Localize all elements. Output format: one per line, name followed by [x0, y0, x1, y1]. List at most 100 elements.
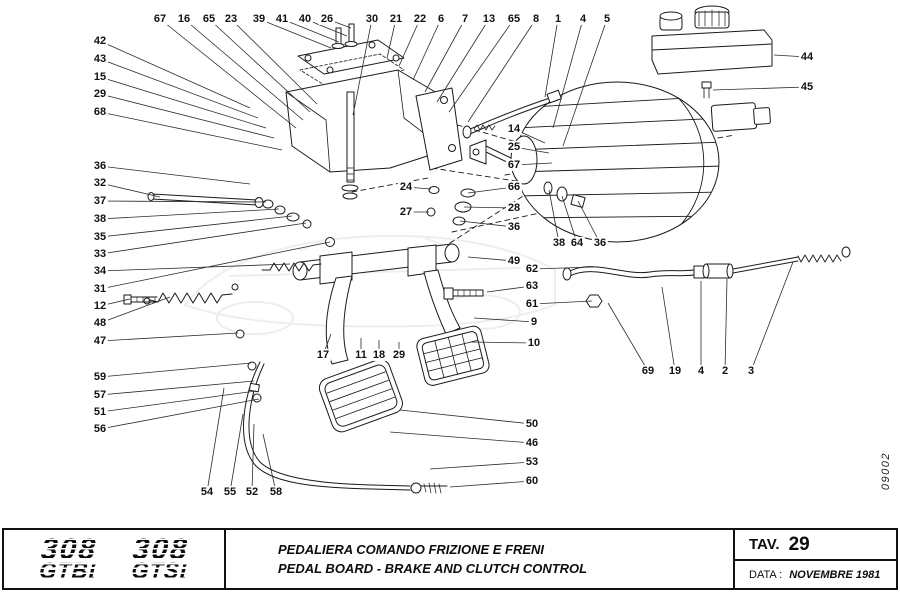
callout-number: 18	[370, 348, 388, 362]
callout-number: 59	[91, 370, 109, 384]
callout-number: 40	[296, 12, 314, 26]
callout-number: 13	[480, 12, 498, 26]
callout-number: 30	[363, 12, 381, 26]
callout-number: 17	[314, 348, 332, 362]
brake-pedal	[416, 269, 490, 386]
callout-number: 7	[459, 12, 471, 26]
logo-variant: GTB	[38, 557, 90, 583]
tav-number: 29	[788, 533, 810, 555]
callout-number: 46	[523, 436, 541, 450]
callout-number: 50	[523, 417, 541, 431]
model-logos: 308 GTBi 308 GTSi	[4, 530, 226, 588]
callout-number: 51	[91, 405, 109, 419]
callout-number: 60	[523, 474, 541, 488]
logo-suffix: i	[179, 560, 188, 583]
callout-number: 39	[250, 12, 268, 26]
callout-number: 69	[639, 364, 657, 378]
callout-number: 52	[243, 485, 261, 499]
pivot-rod	[147, 192, 335, 247]
callout-number: 53	[523, 455, 541, 469]
callout-number: 41	[273, 12, 291, 26]
callout-number: 10	[525, 336, 543, 350]
callout-number: 35	[91, 230, 109, 244]
callout-number: 8	[530, 12, 542, 26]
table-number-box: TAV. 29 DATA : NOVEMBRE 1981	[735, 530, 896, 588]
callout-number: 65	[505, 12, 523, 26]
callout-number: 68	[91, 105, 109, 119]
date-value: NOVEMBRE 1981	[789, 568, 881, 581]
clutch-pedal	[318, 275, 403, 433]
callout-number: 25	[505, 140, 523, 154]
callout-number: 66	[505, 180, 523, 194]
callout-number: 58	[267, 485, 285, 499]
brake-booster	[510, 81, 720, 243]
title-english: PEDAL BOARD - BRAKE AND CLUTCH CONTROL	[278, 561, 588, 576]
master-cylinder	[710, 102, 771, 132]
callout-number: 23	[222, 12, 240, 26]
callout-number: 44	[798, 50, 816, 64]
hydraulic-line	[562, 246, 851, 281]
callout-number: 55	[221, 485, 239, 499]
callout-number: 49	[505, 254, 523, 268]
callout-number: 45	[798, 80, 816, 94]
drawing-titles: PEDALIERA COMANDO FRIZIONE E FRENI PEDAL…	[226, 530, 735, 588]
callout-number: 67	[151, 12, 169, 26]
callout-number: 6	[435, 12, 447, 26]
callout-number: 32	[91, 176, 109, 190]
callout-number: 29	[91, 87, 109, 101]
callout-number: 63	[523, 279, 541, 293]
callout-number: 11	[353, 348, 369, 362]
date-row: DATA : NOVEMBRE 1981	[735, 561, 896, 588]
fluid-reservoir	[651, 5, 773, 75]
callout-number: 26	[318, 12, 336, 26]
callout-number: 36	[505, 220, 523, 234]
callout-number: 22	[411, 12, 429, 26]
pedal-bracket	[285, 23, 476, 226]
logo-stripes-overlay	[4, 530, 224, 588]
callout-number: 15	[91, 70, 109, 84]
callout-number: 21	[387, 12, 405, 26]
callout-number: 16	[175, 12, 193, 26]
technical-drawing	[123, 5, 851, 494]
tav-row: TAV. 29	[735, 530, 896, 561]
fastener-bolts	[123, 287, 603, 308]
callout-number: 2	[719, 364, 731, 378]
date-label: DATA :	[749, 568, 783, 581]
callout-number: 61	[523, 297, 541, 311]
callout-number: 12	[91, 299, 109, 313]
title-block: 308 GTBi 308 GTSi PEDALIERA COMANDO FRIZ…	[2, 528, 898, 590]
callout-number: 48	[91, 316, 109, 330]
callout-number: 31	[91, 282, 109, 296]
callout-number: 27	[397, 205, 415, 219]
logo-suffix: i	[87, 560, 97, 583]
callout-number: 1	[552, 12, 564, 26]
callout-number: 36	[591, 236, 609, 250]
callout-number: 5	[601, 12, 613, 26]
print-code: 09002	[880, 452, 892, 491]
callout-number: 33	[91, 247, 109, 261]
callout-number: 54	[198, 485, 216, 499]
callout-number: 67	[505, 158, 523, 172]
callout-number: 38	[550, 236, 568, 250]
logo-variant: GTS	[130, 557, 181, 583]
callout-number: 57	[91, 388, 109, 402]
callout-number: 42	[91, 34, 109, 48]
callout-number: 38	[91, 212, 109, 226]
callout-number: 37	[91, 194, 109, 208]
callout-number: 64	[568, 236, 586, 250]
callout-number: 47	[91, 334, 109, 348]
callout-number: 43	[91, 52, 109, 66]
title-italian: PEDALIERA COMANDO FRIZIONE E FRENI	[278, 542, 545, 557]
callout-number: 62	[523, 262, 541, 276]
callout-number: 29	[390, 348, 408, 362]
callout-number: 3	[745, 364, 757, 378]
car-watermark	[184, 234, 556, 335]
callout-number: 19	[666, 364, 684, 378]
callout-number: 14	[505, 122, 523, 136]
callout-number: 4	[577, 12, 589, 26]
logo-308-gtbi: 308 GTBi	[38, 533, 98, 583]
callout-number: 28	[505, 201, 523, 215]
callout-number: 34	[91, 264, 109, 278]
logo-308-gtsi: 308 GTSi	[130, 533, 190, 583]
